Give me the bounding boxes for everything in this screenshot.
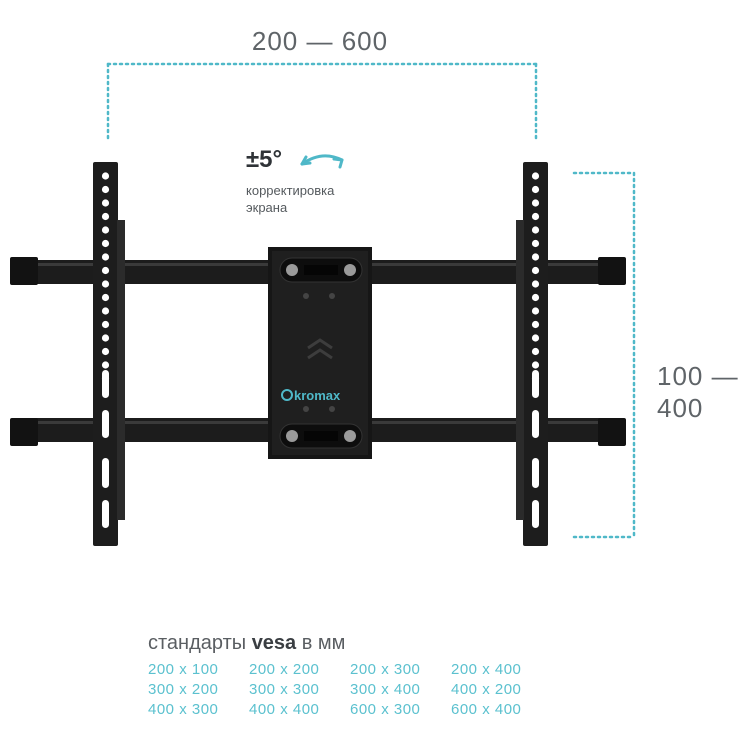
vesa-size: 400 x 300 (148, 701, 219, 718)
mount-hole (101, 347, 110, 356)
mount-hole (101, 361, 110, 369)
chevron-up-icon (307, 338, 333, 360)
width-range-label: 200 — 600 (251, 26, 389, 56)
mount-slot (102, 410, 109, 438)
vesa-size-grid: 200 x 100 200 x 200 200 x 300 200 x 400 … (148, 660, 568, 720)
right-upright-bracket (516, 162, 548, 546)
vesa-size: 300 x 200 (148, 681, 219, 698)
mount-hole (531, 253, 540, 261)
height-dimension-line (572, 171, 636, 539)
height-range-line2: 400 (657, 393, 704, 423)
tilt-caption-line2: экрана (246, 200, 288, 215)
kromax-logo: kromax (281, 388, 341, 403)
mount-slot (532, 458, 539, 488)
height-range-line1: 100 — (657, 361, 739, 391)
vesa-title-bold: vesa (251, 632, 297, 654)
vesa-title-prefix: стандарты (148, 632, 247, 654)
mount-hole (531, 334, 540, 342)
mount-slot (102, 500, 109, 528)
mount-hole (101, 212, 110, 221)
vesa-size: 200 x 200 (249, 661, 320, 678)
mount-slot (532, 500, 539, 528)
mount-hole (531, 239, 540, 248)
vesa-size: 400 x 200 (451, 681, 522, 698)
tilt-caption: корректировка экрана (246, 182, 386, 216)
mount-hole (531, 320, 540, 329)
left-upright-bracket (93, 162, 125, 546)
mount-hole (101, 185, 110, 194)
mount-hole (101, 320, 110, 329)
center-wall-plate (268, 247, 372, 459)
mount-hole (531, 226, 540, 234)
mount-hole (101, 280, 110, 288)
tilt-caption-line1: корректировка (246, 183, 335, 198)
vesa-size: 200 x 400 (451, 661, 522, 678)
mount-slot (532, 370, 539, 398)
rotate-arrow-icon (300, 154, 344, 169)
mount-hole (531, 361, 540, 369)
mount-hole (531, 199, 540, 207)
vesa-size: 200 x 300 (350, 661, 421, 678)
mount-hole (531, 307, 540, 315)
vesa-size: 400 x 400 (249, 701, 320, 718)
vesa-title: стандарты vesa в мм (148, 632, 345, 655)
mount-hole (101, 266, 110, 275)
mount-hole (101, 334, 110, 342)
vesa-size: 600 x 400 (451, 701, 522, 718)
mount-hole (531, 212, 540, 221)
mount-hole (531, 347, 540, 356)
mount-hole (101, 239, 110, 248)
mount-hole (101, 253, 110, 261)
mount-slot (102, 458, 109, 488)
mount-hole (531, 293, 540, 302)
vesa-title-suffix: в мм (301, 632, 346, 654)
mount-hole (101, 226, 110, 234)
mount-hole (101, 293, 110, 302)
mount-hole (101, 199, 110, 207)
height-range-label: 100 — 400 (657, 360, 739, 424)
mount-hole (101, 172, 110, 180)
mount-hole (531, 266, 540, 275)
mount-hole (531, 172, 540, 180)
mount-hole (101, 307, 110, 315)
tilt-value: ±5° (246, 146, 283, 173)
mount-hole (531, 280, 540, 288)
vesa-size: 300 x 300 (249, 681, 320, 698)
vesa-size: 200 x 100 (148, 661, 219, 678)
mount-slot (102, 370, 109, 398)
logo-text: kromax (294, 388, 341, 403)
vesa-size: 300 x 400 (350, 681, 421, 698)
vesa-size: 600 x 300 (350, 701, 421, 718)
width-dimension-line (106, 62, 538, 142)
mount-hole (531, 185, 540, 194)
mount-slot (532, 410, 539, 438)
